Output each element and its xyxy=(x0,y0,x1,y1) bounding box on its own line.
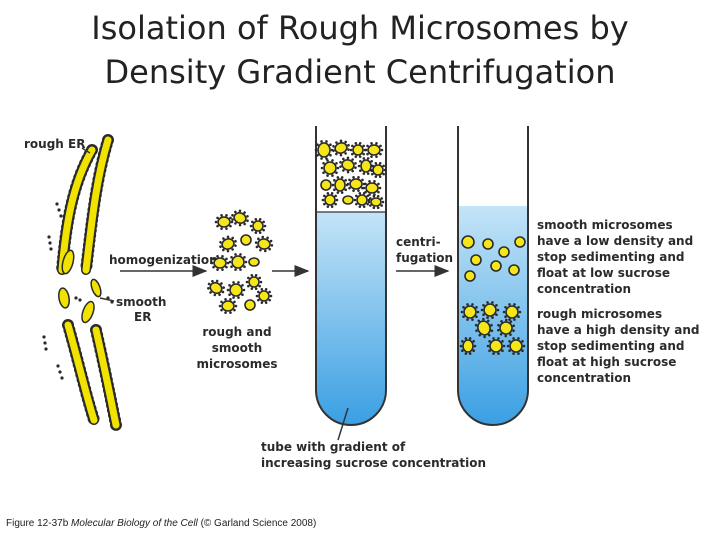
microsomes-label-1: rough and xyxy=(202,325,271,339)
caption-book: Molecular Biology of the Cell xyxy=(71,518,198,529)
smooth-microsome xyxy=(240,234,252,246)
tube-1-sample-vesicles xyxy=(314,139,387,210)
tube-pointer xyxy=(337,407,349,441)
smooth-er-pointer xyxy=(99,297,115,302)
rough-microsome xyxy=(506,337,526,355)
figure-caption: Figure 12-37b Molecular Biology of the C… xyxy=(6,518,316,529)
rough-er-pointer xyxy=(81,147,91,154)
rough-microsome xyxy=(459,337,477,355)
smooth-er-label-2: ER xyxy=(134,310,151,324)
tube-2-outline xyxy=(457,126,529,426)
tube-1-gradient xyxy=(316,212,386,425)
smooth-microsome xyxy=(482,238,494,250)
caption-credit: (© Garland Science 2008) xyxy=(200,518,317,529)
rough-microsome xyxy=(369,162,387,178)
smooth-microsome xyxy=(470,254,482,266)
rough-desc-line-4: float at high sucrose xyxy=(537,355,676,369)
rough-microsome xyxy=(255,288,273,304)
rough-desc-line-3: stop sedimenting and xyxy=(537,339,684,353)
microsomes-label-3: microsomes xyxy=(196,357,277,371)
rough-microsome xyxy=(497,318,515,338)
rough-er-membranes xyxy=(56,134,122,431)
rough-microsome xyxy=(486,337,506,355)
tube-2-smooth-microsome-band xyxy=(461,235,526,282)
microsome-cluster xyxy=(207,209,274,314)
rough-desc-line-5: concentration xyxy=(537,371,631,385)
caption-figure: Figure 12-37b xyxy=(6,518,69,529)
rough-microsome xyxy=(218,298,238,314)
smooth-microsome xyxy=(490,260,502,272)
rough-microsome xyxy=(346,176,366,192)
rough-microsome xyxy=(254,235,274,253)
rough-microsome xyxy=(460,303,480,321)
rough-microsome xyxy=(219,235,237,253)
title-line-1: Isolation of Rough Microsomes by xyxy=(91,9,629,47)
smooth-desc-line-5: concentration xyxy=(537,282,631,296)
rough-microsome xyxy=(364,142,384,158)
rough-microsome xyxy=(339,156,357,174)
rough-microsomes-description: rough microsomes have a high density and… xyxy=(537,307,700,385)
rough-desc-line-1: rough microsomes xyxy=(537,307,662,321)
microsomes-label-2: smooth xyxy=(212,341,262,355)
rough-microsome xyxy=(210,255,230,271)
rough-microsome xyxy=(320,159,340,177)
smooth-microsome xyxy=(248,257,260,267)
rough-microsome xyxy=(231,209,249,227)
smooth-microsomes-description: smooth microsomes have a low density and… xyxy=(537,218,693,296)
rough-microsome xyxy=(249,218,267,234)
rough-microsome xyxy=(502,303,522,321)
smooth-microsome xyxy=(514,236,526,248)
smooth-microsome xyxy=(461,235,475,249)
rough-microsome xyxy=(480,301,500,319)
rough-microsome xyxy=(314,140,334,160)
tube-label-2: increasing sucrose concentration xyxy=(261,456,486,470)
rough-microsome xyxy=(214,214,234,230)
rough-microsome xyxy=(332,139,350,157)
smooth-microsome xyxy=(244,299,256,311)
centrifugation-label-2: fugation xyxy=(396,251,453,265)
rough-microsome xyxy=(245,274,263,290)
smooth-desc-line-2: have a low density and xyxy=(537,234,693,248)
rough-microsome xyxy=(353,192,371,208)
rough-microsome xyxy=(474,317,494,339)
tube-2-rough-microsome-band xyxy=(459,301,526,355)
smooth-desc-line-3: stop sedimenting and xyxy=(537,250,684,264)
rough-desc-line-2: have a high density and xyxy=(537,323,700,337)
rough-er-label: rough ER xyxy=(24,137,85,151)
tube-1-outline xyxy=(315,126,387,426)
rough-microsome xyxy=(207,279,225,297)
smooth-er-label-1: smooth xyxy=(116,295,166,309)
smooth-desc-line-1: smooth microsomes xyxy=(537,218,673,232)
slide-title: Isolation of Rough Microsomes by Density… xyxy=(0,6,720,94)
rough-microsome xyxy=(331,176,349,194)
smooth-microsome xyxy=(498,246,510,258)
rough-microsome xyxy=(321,192,339,208)
smooth-microsome xyxy=(320,179,332,191)
tube-label-1: tube with gradient of xyxy=(261,440,406,454)
centrifugation-label-1: centri- xyxy=(396,235,441,249)
rough-microsome xyxy=(367,194,385,210)
homogenization-label: homogenization xyxy=(109,253,218,267)
smooth-microsome xyxy=(508,264,520,276)
smooth-microsome xyxy=(464,270,476,282)
title-line-2: Density Gradient Centrifugation xyxy=(104,53,616,91)
smooth-er-fragments xyxy=(58,249,102,324)
rough-microsome xyxy=(228,253,248,271)
rough-microsome xyxy=(226,281,246,299)
smooth-microsome xyxy=(342,195,354,205)
smooth-desc-line-4: float at low sucrose xyxy=(537,266,670,280)
